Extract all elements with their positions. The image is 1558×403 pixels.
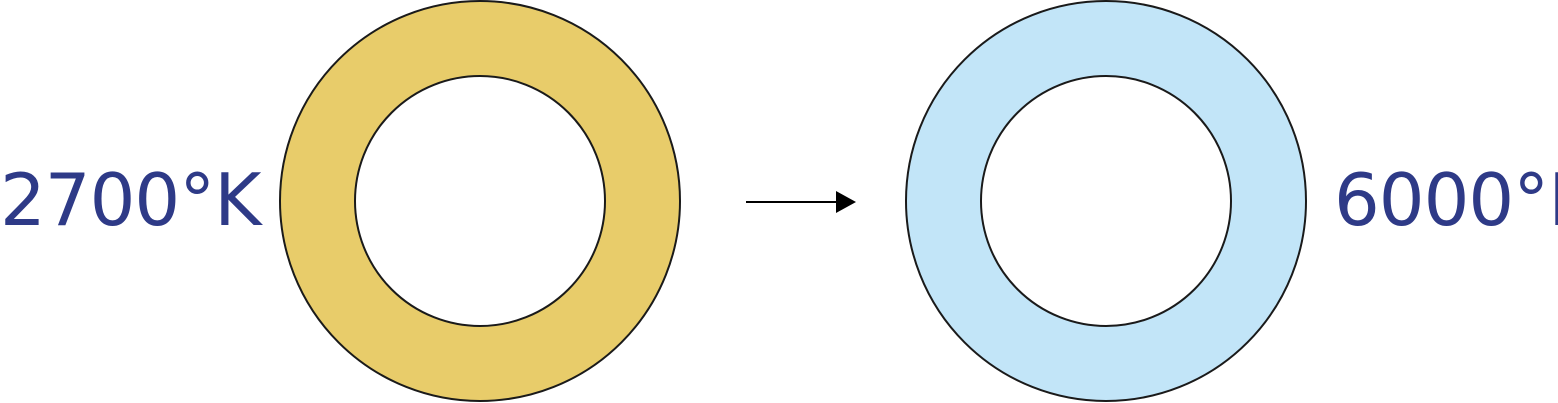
warm-temperature-label: 2700°K [0,158,263,242]
cool-ring-inner [980,75,1232,327]
transition-arrow [746,191,856,213]
warm-ring-inner [354,75,606,327]
arrow-head [836,191,856,213]
cool-ring [905,0,1307,402]
cool-temperature-label: 6000°K [1334,158,1558,242]
warm-ring [279,0,681,402]
